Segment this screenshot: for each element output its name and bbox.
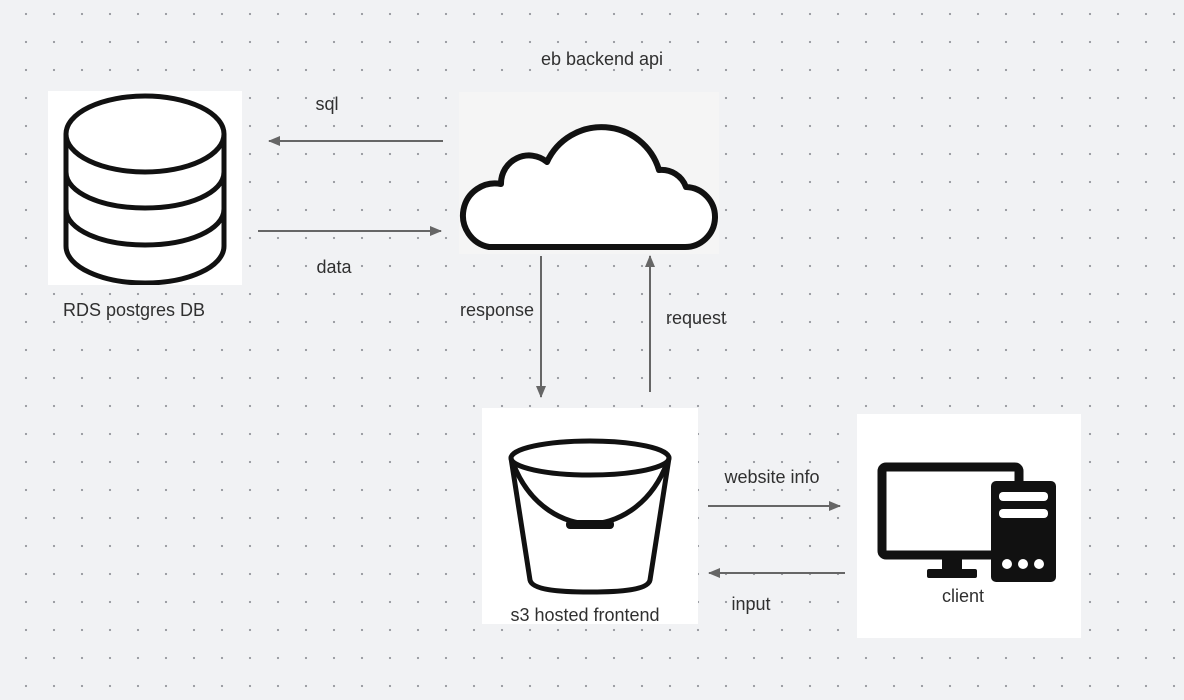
request-label: request bbox=[665, 308, 727, 328]
backend-node[interactable] bbox=[459, 92, 719, 254]
response-label: response bbox=[459, 300, 535, 320]
input-label: input bbox=[731, 594, 771, 614]
frontend-label: s3 hosted frontend bbox=[510, 605, 660, 625]
frontend-node[interactable] bbox=[482, 408, 698, 624]
desktop-computer-icon bbox=[877, 462, 1056, 582]
cloud-icon bbox=[459, 124, 718, 251]
bucket-icon bbox=[508, 438, 672, 595]
database-icon bbox=[63, 93, 227, 285]
client-node[interactable] bbox=[857, 414, 1081, 638]
database-node[interactable] bbox=[48, 91, 242, 285]
sql-label: sql bbox=[315, 94, 339, 114]
database-label: RDS postgres DB bbox=[62, 300, 206, 320]
backend-label: eb backend api bbox=[540, 49, 664, 69]
data-label: data bbox=[316, 257, 352, 277]
client-label: client bbox=[941, 586, 985, 606]
website-info-label: website info bbox=[724, 467, 820, 487]
